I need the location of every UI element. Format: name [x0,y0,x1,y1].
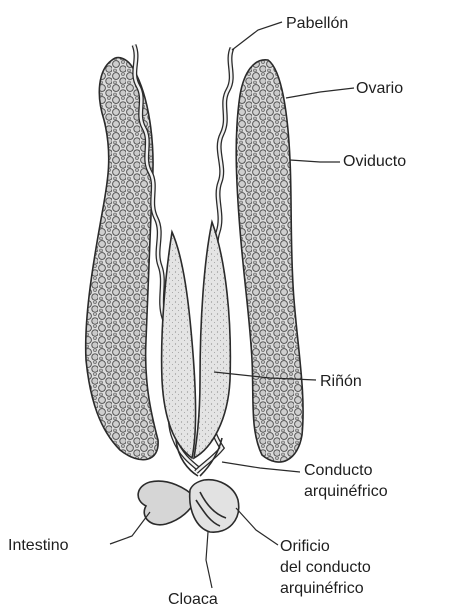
cloaca [190,480,239,532]
left-kidney [162,232,196,458]
label-rinon: Riñón [320,373,362,390]
right-kidney [194,222,230,458]
label-oviducto: Oviducto [343,153,406,170]
label-cloaca: Cloaca [168,591,218,608]
label-orificio-line1: Orificio [280,538,330,555]
right-ovary [236,60,303,462]
label-pabellon: Pabellón [286,15,348,32]
label-orificio-line3: arquinéfrico [280,580,364,597]
label-ovario: Ovario [356,80,403,97]
left-ovary [86,58,158,460]
label-orificio-line2: del conducto [280,559,371,576]
label-intestino: Intestino [8,537,69,554]
intestine [138,481,196,525]
label-conducto-line1: Conducto [304,462,373,479]
label-conducto-line2: arquinéfrico [304,483,388,500]
